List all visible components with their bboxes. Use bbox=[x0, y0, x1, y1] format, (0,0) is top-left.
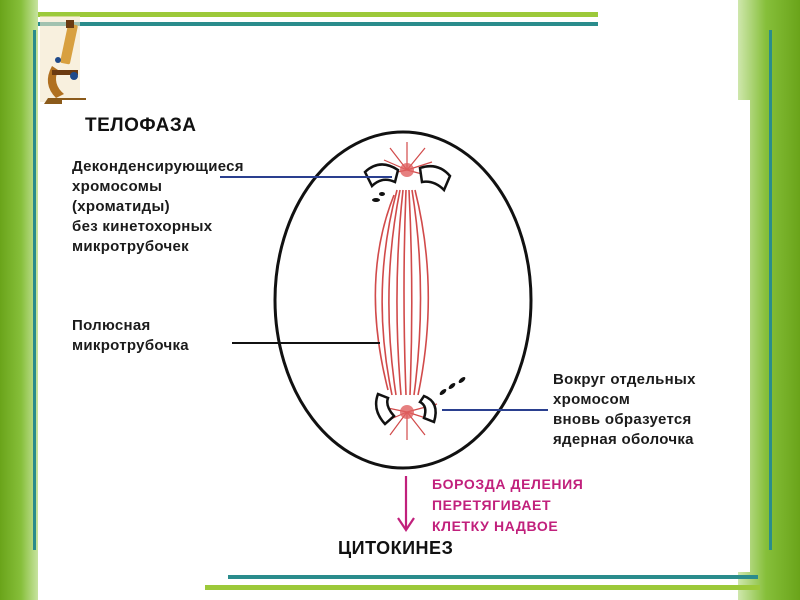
left-decor-band bbox=[0, 0, 38, 600]
polar-microtubules bbox=[374, 189, 430, 396]
left-teal-line bbox=[33, 30, 36, 550]
label-nuclear-envelope: Вокруг отдельных хромосом вновь образует… bbox=[553, 371, 696, 448]
furrow-arrow bbox=[397, 476, 415, 532]
top-chromosomes bbox=[363, 163, 400, 189]
label-cleavage-furrow: БОРОЗДА ДЕЛЕНИЯ ПЕРЕТЯГИВАЕТ КЛЕТКУ НАДВ… bbox=[432, 476, 584, 534]
top-green-line bbox=[38, 12, 598, 17]
label-polar-microtubule: Полюсная микротрубочка bbox=[72, 317, 189, 354]
cell-outline bbox=[273, 130, 533, 470]
top-teal-line bbox=[38, 22, 598, 26]
bottom-green-line bbox=[205, 585, 760, 590]
label-decondensing-chromosomes: Деконденсирующиеся хромосомы (хроматиды)… bbox=[72, 158, 244, 255]
right-teal-line bbox=[769, 30, 772, 550]
bottom-teal-line bbox=[228, 575, 758, 579]
cytokinesis-title: ЦИТОКИНЕЗ bbox=[338, 538, 454, 558]
telophase-title: ТЕЛОФАЗА bbox=[85, 115, 197, 136]
bottom-chromosomes bbox=[374, 392, 396, 426]
